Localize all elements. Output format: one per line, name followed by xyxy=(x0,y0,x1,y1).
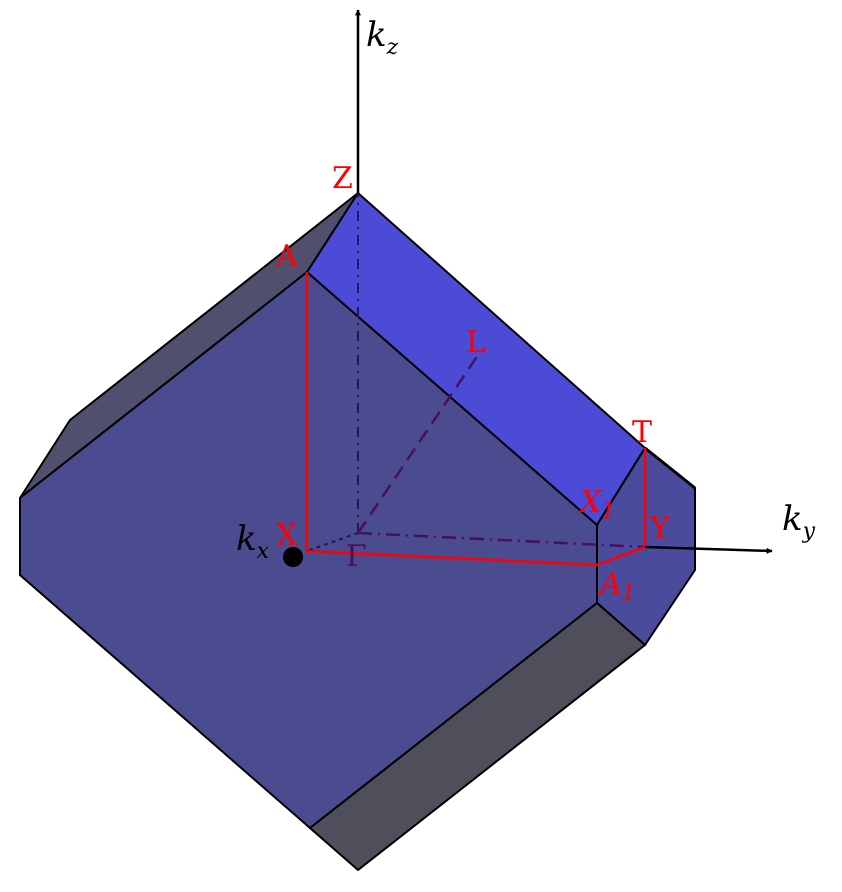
kx-axis-dot xyxy=(283,547,303,567)
ky-axis xyxy=(644,545,773,554)
kx-label: kx xyxy=(236,519,270,564)
point-x-label: X xyxy=(276,518,298,553)
bottom-face xyxy=(308,601,647,872)
point-a-label: A xyxy=(275,239,298,274)
gamma-y-line xyxy=(357,531,646,549)
point-y-label: Y xyxy=(649,511,671,546)
ky-label: ky xyxy=(782,499,816,544)
point-t-label: T xyxy=(632,415,652,450)
high-symmetry-path xyxy=(305,272,647,567)
point-x1-label: X1 xyxy=(578,485,615,524)
gamma-x-line xyxy=(306,532,359,552)
gamma-l-line xyxy=(356,354,480,534)
point-gamma-label: Γ xyxy=(346,539,367,574)
point-l-label: L xyxy=(466,325,486,360)
point-z-label: Z xyxy=(332,161,353,196)
point-a1-label: A1 xyxy=(597,567,636,606)
kz-label: kz xyxy=(366,15,399,60)
